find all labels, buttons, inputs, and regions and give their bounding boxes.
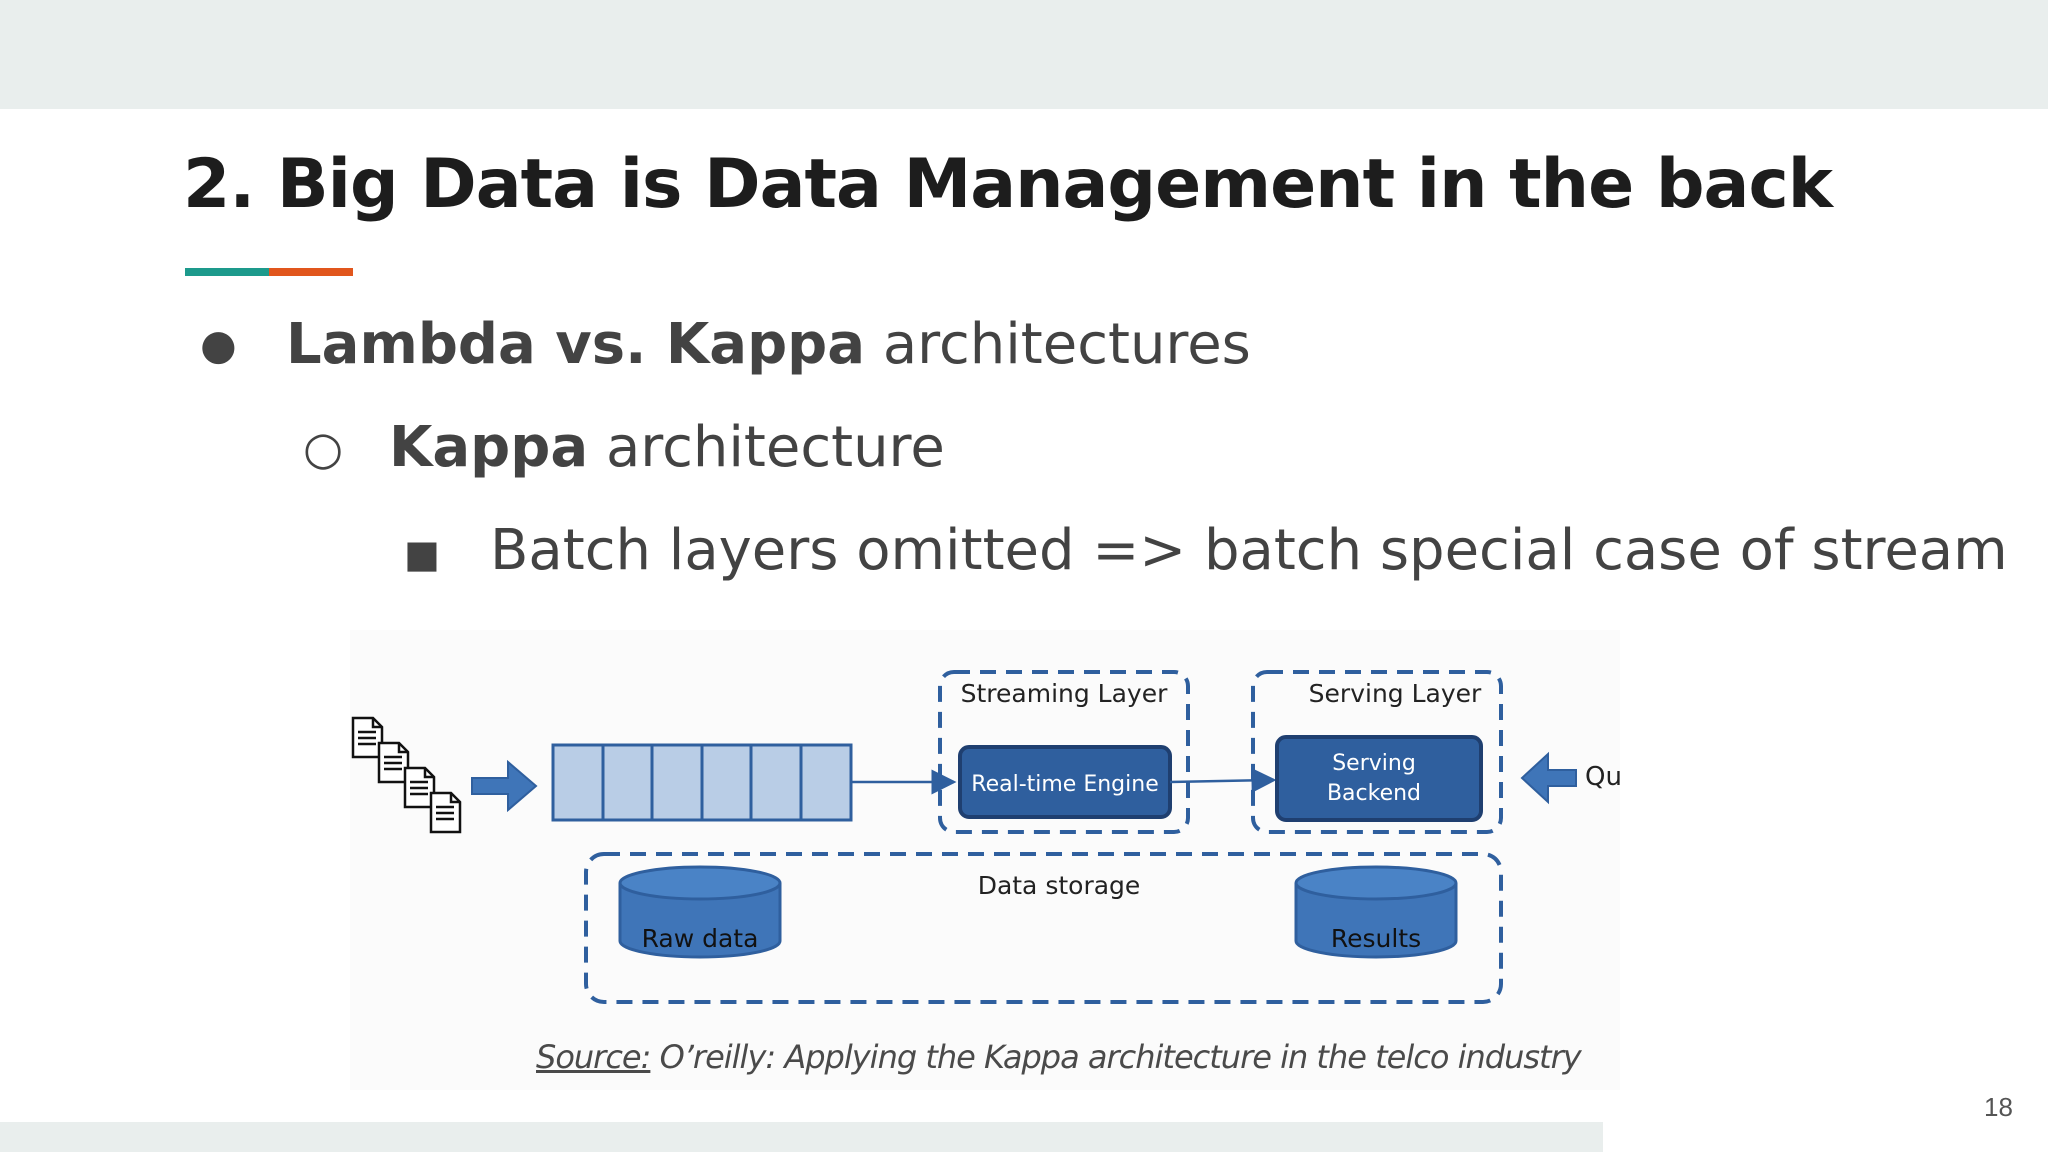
bullet-bold-text: Kappa: [389, 415, 589, 480]
bullet-text: Batch layers omitted => batch special ca…: [490, 518, 2008, 583]
document-stack-icon: [351, 716, 462, 834]
source-label: Source:: [536, 1038, 651, 1076]
bullet-rest-text: architecture: [588, 415, 945, 480]
queries-arrow-icon: [1520, 751, 1577, 805]
message-queue: [551, 743, 853, 822]
queries-label: Queries: [1585, 762, 1620, 792]
bullet-rest-text: architectures: [865, 312, 1251, 377]
accent-teal-segment: [185, 268, 269, 276]
serving-backend-label-line2: Backend: [1327, 781, 1421, 806]
title-accent-bar: [185, 268, 353, 276]
accent-orange-segment: [269, 268, 353, 276]
serving-layer-label: Serving Layer: [1309, 679, 1482, 708]
streaming-layer-box: [938, 670, 1190, 834]
data-storage-label: Data storage: [978, 871, 1141, 900]
engine-to-serving-arrow: [1169, 767, 1277, 793]
slide-title: 2. Big Data is Data Management in the ba…: [183, 145, 1833, 224]
input-arrow-icon: [471, 759, 538, 813]
bullet-text: Lambda vs. Kappa architectures: [286, 312, 1251, 377]
data-storage-box: [584, 852, 1503, 1004]
source-text: O’reilly: Applying the Kappa architectur…: [650, 1038, 1582, 1076]
streaming-layer-label: Streaming Layer: [961, 679, 1168, 708]
slide-top-band: [0, 0, 2048, 109]
bullet-dot-marker: ●: [200, 320, 237, 369]
slide-bottom-band: [0, 1122, 1603, 1152]
results-cylinder: [1294, 865, 1458, 959]
raw-data-label: Raw data: [642, 924, 759, 953]
kappa-architecture-diagram: Streaming Layer Real-time Engine Serving…: [350, 630, 1620, 1090]
bullet-square-marker: ■: [404, 532, 440, 576]
page-number: 18: [1984, 1092, 2013, 1122]
bullet-bold-text: Lambda vs. Kappa: [286, 312, 866, 377]
results-label: Results: [1331, 924, 1421, 953]
serving-backend-label-line1: Serving: [1332, 751, 1416, 776]
bullet-text: Kappa architecture: [389, 415, 945, 480]
realtime-engine-label: Real-time Engine: [971, 772, 1158, 797]
raw-data-cylinder: [618, 865, 782, 959]
serving-layer-box: [1251, 670, 1503, 834]
bullet-circle-marker: ○: [303, 421, 344, 475]
serving-backend-box: [1275, 735, 1483, 822]
